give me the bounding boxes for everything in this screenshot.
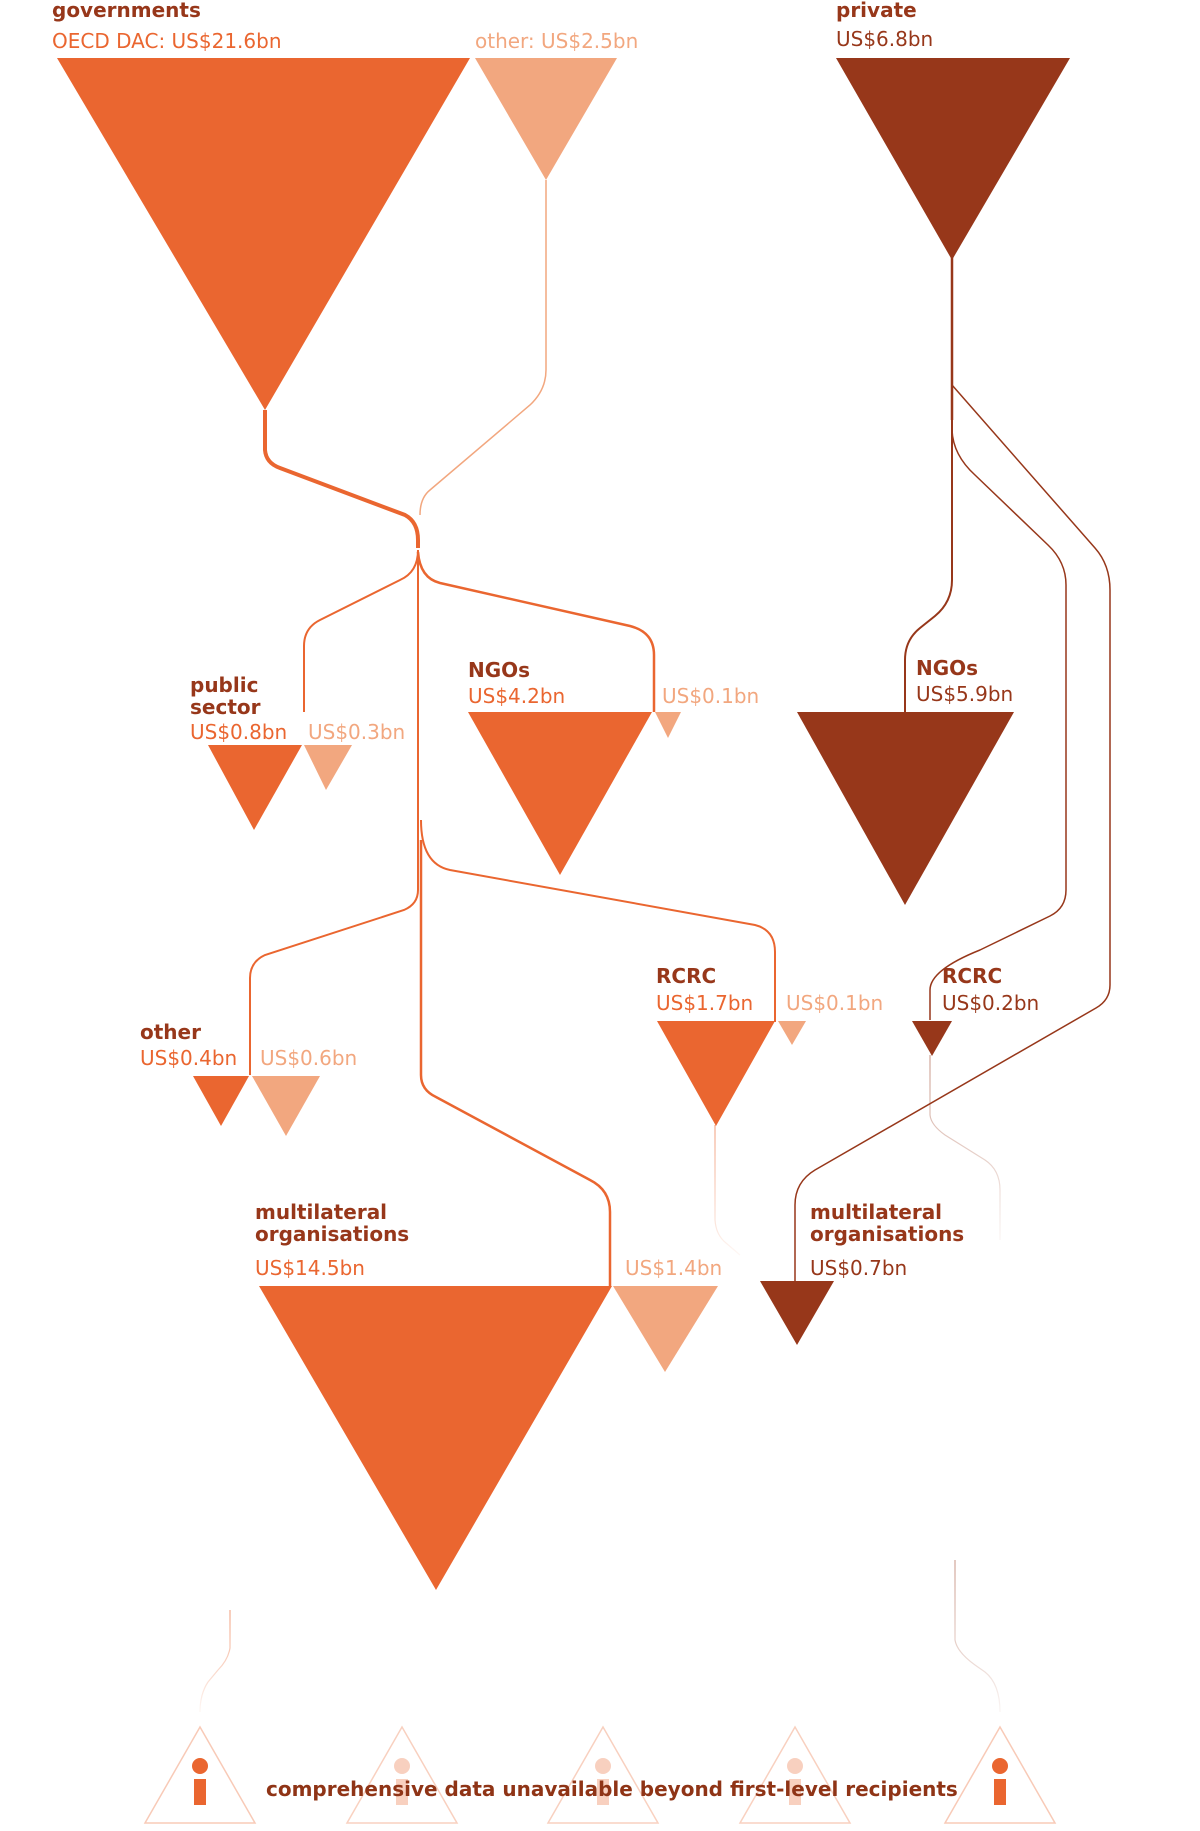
ngos-other-triangle — [655, 712, 681, 738]
gov-other-title: other — [140, 1020, 201, 1044]
gov-rcrc-title: RCRC — [656, 964, 717, 988]
footer-note: comprehensive data unavailable beyond fi… — [266, 1777, 958, 1801]
source-private-triangle — [836, 58, 1070, 260]
flow-dac-to-multilateral — [419, 840, 612, 1286]
public-sector-dac-value: US$0.8bn — [190, 720, 288, 744]
source-other-gov-triangle — [475, 58, 617, 180]
flow-private-to-ngos — [904, 420, 953, 712]
flow-dac-to-public-sector — [303, 549, 419, 712]
fade-to-footer-1 — [199, 1610, 231, 1713]
other-dac-triangle — [193, 1076, 249, 1126]
person-warning-icon — [943, 1725, 1057, 1824]
private-ngos-title: NGOs — [916, 656, 979, 680]
flow-other-trunk — [419, 180, 547, 516]
public-sector-title-line1: public — [190, 673, 259, 697]
rcrc-dac-triangle — [657, 1021, 775, 1126]
gov-ngos-dac-value: US$4.2bn — [468, 684, 566, 708]
public-sector-dac-triangle — [208, 745, 302, 830]
private-multilateral-title-line2: organisations — [810, 1222, 965, 1246]
private-multilateral-title-line1: multilateral — [810, 1200, 943, 1224]
flow-private-to-multilateral — [794, 384, 1111, 1288]
multilateral-private-triangle — [760, 1281, 834, 1345]
private-value-label: US$6.8bn — [836, 27, 934, 51]
person-warning-icon — [143, 1725, 257, 1824]
oecd-dac-value-label: OECD DAC: US$21.6bn — [52, 29, 282, 53]
gov-other-dac-value: US$0.4bn — [140, 1046, 238, 1070]
private-multilateral-value: US$0.7bn — [810, 1256, 908, 1280]
person-warning-icon — [738, 1725, 852, 1824]
flow-dac-trunk — [263, 410, 420, 548]
multilateral-dac-triangle — [259, 1286, 612, 1590]
flow-dac-to-other — [249, 550, 419, 1075]
private-ngos-value: US$5.9bn — [916, 682, 1014, 706]
fade-rcrc-private — [929, 1055, 1001, 1240]
public-sector-other-value: US$0.3bn — [308, 720, 406, 744]
flows-other-gov — [419, 180, 547, 516]
public-sector-title-line2: sector — [190, 695, 261, 719]
private-rcrc-value: US$0.2bn — [942, 991, 1040, 1015]
faded-continuations — [199, 740, 1001, 1780]
ngos-private-triangle — [797, 712, 1014, 905]
private-rcrc-title: RCRC — [942, 964, 1003, 988]
gov-ngos-title: NGOs — [468, 658, 531, 682]
recipient-triangles — [193, 712, 1014, 1590]
gov-ngos-other-value: US$0.1bn — [662, 684, 760, 708]
gov-rcrc-other-value: US$0.1bn — [786, 991, 884, 1015]
gov-multilateral-title-line1: multilateral — [255, 1200, 388, 1224]
person-warning-icon — [546, 1725, 660, 1824]
flow-dac-to-ngos — [416, 551, 656, 712]
flow-dac-to-rcrc — [420, 819, 776, 1022]
ngos-dac-triangle — [468, 712, 652, 875]
governments-title: governments — [52, 0, 201, 22]
other-gov-value-label: other: US$2.5bn — [475, 29, 639, 53]
fade-to-footer-5 — [954, 1560, 1001, 1713]
private-title: private — [836, 0, 917, 22]
other-other-triangle — [252, 1076, 320, 1136]
gov-multilateral-other-value: US$1.4bn — [625, 1256, 723, 1280]
rcrc-other-triangle — [778, 1021, 806, 1045]
gov-rcrc-dac-value: US$1.7bn — [656, 991, 754, 1015]
multilateral-other-triangle — [613, 1286, 718, 1372]
gov-multilateral-title-line2: organisations — [255, 1222, 410, 1246]
source-oecd-dac-triangle — [57, 58, 470, 410]
flows-oecd-dac — [249, 410, 776, 1286]
rcrc-private-triangle — [912, 1021, 952, 1056]
public-sector-other-triangle — [304, 745, 352, 790]
fade-rcrc-dac — [714, 1125, 741, 1256]
footer-icons — [143, 1725, 1057, 1824]
flow-private-to-rcrc — [929, 429, 1067, 1020]
gov-multilateral-dac-value: US$14.5bn — [255, 1256, 365, 1280]
gov-other-other-value: US$0.6bn — [260, 1046, 358, 1070]
person-warning-icon — [345, 1725, 459, 1824]
source-triangles — [57, 58, 1070, 410]
